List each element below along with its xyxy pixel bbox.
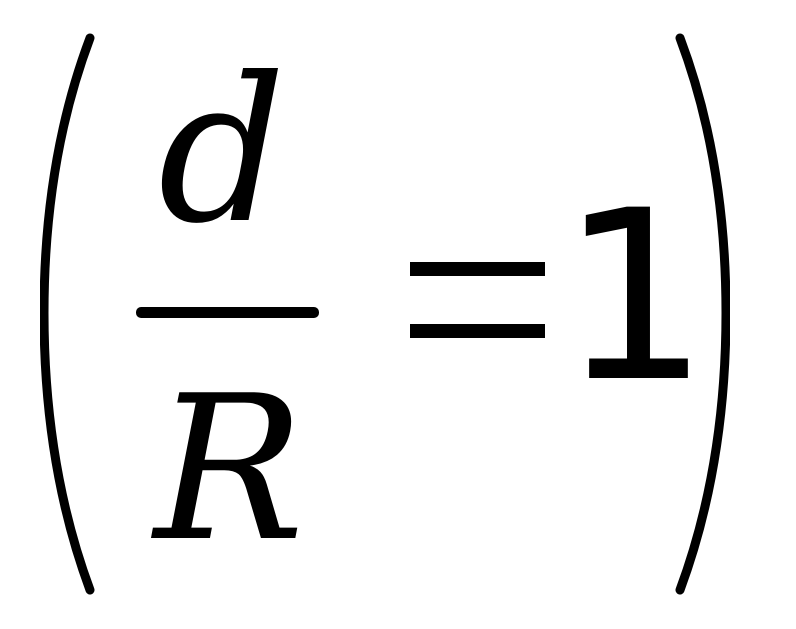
- equals-line-bottom: [410, 324, 545, 338]
- denominator-variable: R: [154, 353, 305, 586]
- left-parenthesis: [40, 0, 100, 629]
- right-parenthesis: [670, 0, 730, 629]
- numerator-variable: d: [158, 35, 287, 268]
- equals-sign: [410, 262, 545, 340]
- equals-line-top: [410, 262, 545, 276]
- rhs-value: 1: [560, 161, 710, 434]
- fraction-bar: [136, 307, 319, 318]
